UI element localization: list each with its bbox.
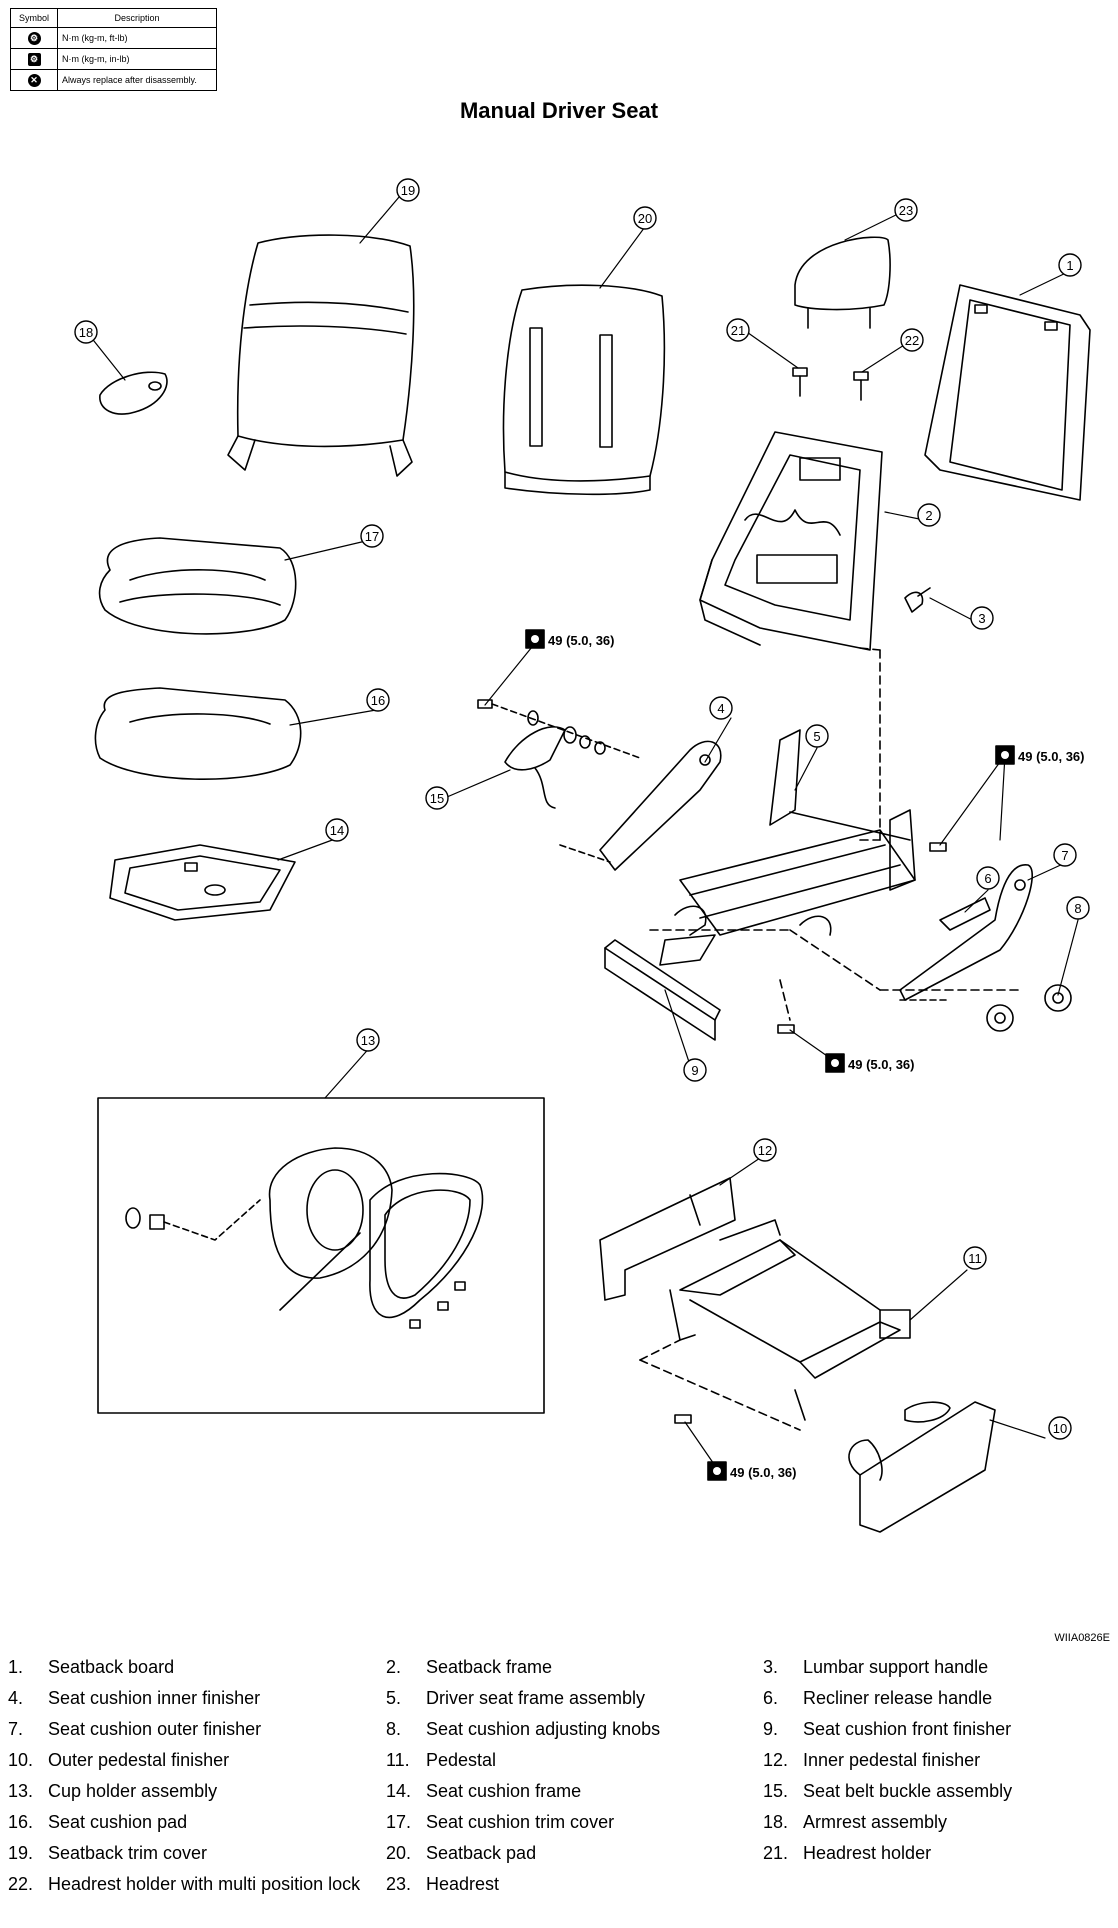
callout-15: 15	[430, 791, 444, 806]
callout-numbers: 1 2 3 4 5 6 7 8 9 10 11 12 13 14 15 16 1…	[79, 183, 1082, 1436]
callout-7: 7	[1061, 848, 1068, 863]
torque-label: 49 (5.0, 36)	[548, 633, 615, 648]
seat-cushion-front-finisher-drawing	[604, 939, 721, 1041]
torque-wrench-small-icon: ⚙	[27, 52, 41, 66]
callout-9: 9	[691, 1063, 698, 1078]
torque-callout-lines	[484, 641, 1006, 1471]
callout-21: 21	[731, 323, 745, 338]
diagram-title: Manual Driver Seat	[459, 98, 659, 123]
headrest-drawing	[794, 236, 891, 329]
replace-part-icon: ✕	[27, 73, 41, 87]
callout-20: 20	[638, 211, 652, 226]
callout-8: 8	[1074, 901, 1081, 916]
seatback-trim-cover-drawing	[227, 234, 415, 477]
callout-23: 23	[899, 203, 913, 218]
seat-cushion-inner-finisher-drawing	[559, 740, 722, 871]
callout-18: 18	[79, 325, 93, 340]
headrest-holders-drawing	[792, 367, 869, 401]
torque-wrench-icon: ⚙	[27, 31, 41, 45]
callout-6: 6	[984, 871, 991, 886]
cup-holder-inset-drawing	[97, 1097, 545, 1414]
callout-4: 4	[717, 701, 724, 716]
callout-2: 2	[925, 508, 932, 523]
callout-16: 16	[371, 693, 385, 708]
seat-cushion-outer-finisher-drawing	[899, 864, 1033, 1001]
callout-12: 12	[758, 1143, 772, 1158]
figure-code: WIIA0826E	[1054, 1632, 1110, 1644]
callout-10: 10	[1053, 1421, 1067, 1436]
seat-cushion-pad-drawing	[94, 687, 302, 781]
torque-label: 49 (5.0, 36)	[848, 1057, 915, 1072]
seatback-frame-drawing	[699, 431, 883, 651]
frame-bolts-drawing	[777, 842, 947, 1034]
driver-seat-frame-drawing	[659, 729, 916, 966]
callout-22: 22	[905, 333, 919, 348]
callout-19: 19	[401, 183, 415, 198]
torque-label: 49 (5.0, 36)	[1018, 749, 1085, 764]
lumbar-handle-drawing	[904, 587, 931, 613]
callout-circles	[74, 178, 1090, 1440]
seat-cushion-trim-cover-drawing	[98, 537, 297, 635]
callout-13: 13	[361, 1033, 375, 1048]
callout-5: 5	[813, 729, 820, 744]
callout-17: 17	[365, 529, 379, 544]
seatback-board-drawing	[924, 284, 1091, 501]
callout-1: 1	[1066, 258, 1073, 273]
torque-wrench-icon	[525, 629, 1015, 1481]
recliner-handle-drawing	[939, 897, 991, 931]
seat-belt-buckle-drawing	[504, 726, 566, 809]
legend-row-description: Always replace after disassembly.	[57, 69, 217, 91]
outer-pedestal-finisher-drawing	[848, 1401, 996, 1533]
symbol-legend: Symbol Description ⚙ N·m (kg-m, ft-lb) ⚙…	[10, 8, 217, 91]
callout-11: 11	[968, 1251, 982, 1266]
seat-cushion-frame-drawing	[109, 844, 296, 921]
callout-3: 3	[978, 611, 985, 626]
torque-label: 49 (5.0, 36)	[730, 1465, 797, 1480]
armrest-drawing	[99, 371, 168, 415]
exploded-seat-diagram: 49 (5.0, 36) 49 (5.0, 36) 49 (5.0, 36) 4…	[74, 178, 1091, 1533]
inner-pedestal-finisher-drawing	[599, 1177, 736, 1301]
pedestal-drawing	[639, 1219, 911, 1431]
seatback-pad-drawing	[502, 284, 666, 496]
buckle-fasteners-drawing	[477, 699, 641, 759]
callout-14: 14	[330, 823, 344, 838]
dashed-guide-lines	[649, 647, 1021, 1021]
torque-wrench-icon-detail	[531, 635, 1009, 1475]
